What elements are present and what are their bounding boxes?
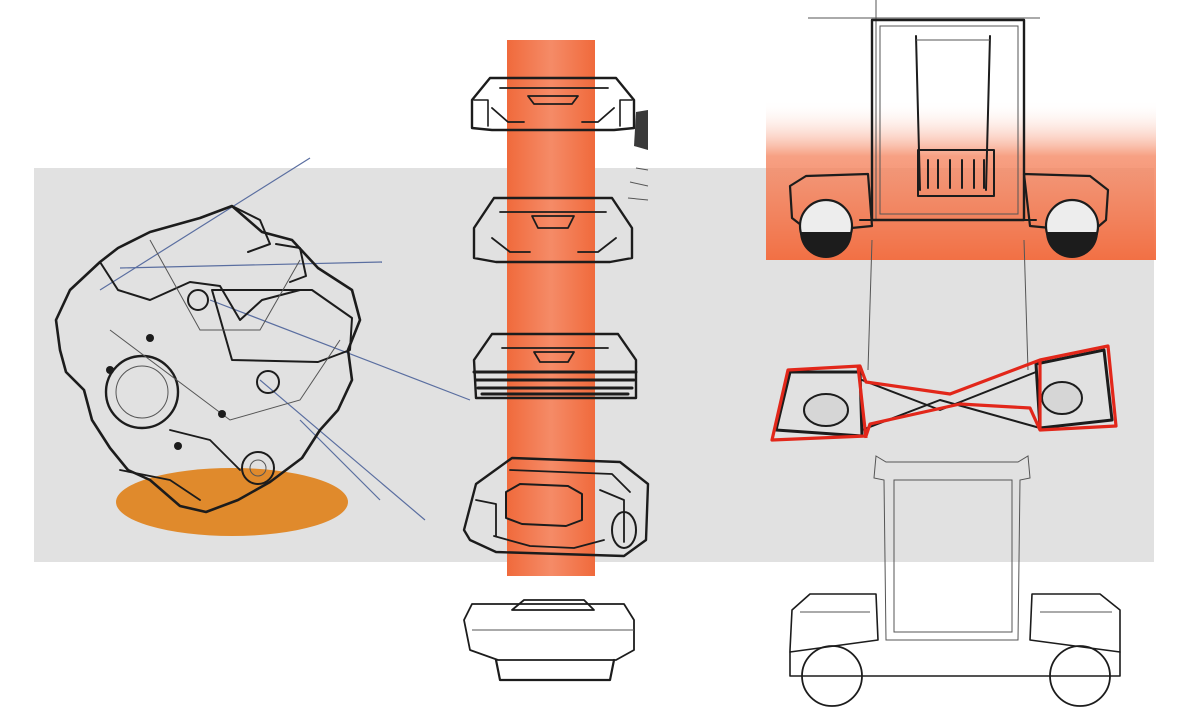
- front-view-sketch-4: [462, 456, 650, 558]
- front-view-sketch-3: [472, 332, 638, 400]
- vehicle-side-outline-sketch: [789, 455, 1121, 707]
- lift-rig-top-sketch: [788, 0, 1110, 258]
- hub-assembly-sketch: [54, 157, 471, 536]
- front-view-sketch-5: [463, 599, 635, 682]
- front-view-sketch-1: [470, 76, 648, 150]
- front-view-sketch-2: [472, 167, 649, 264]
- chassis-frame-sketch: [770, 239, 1118, 442]
